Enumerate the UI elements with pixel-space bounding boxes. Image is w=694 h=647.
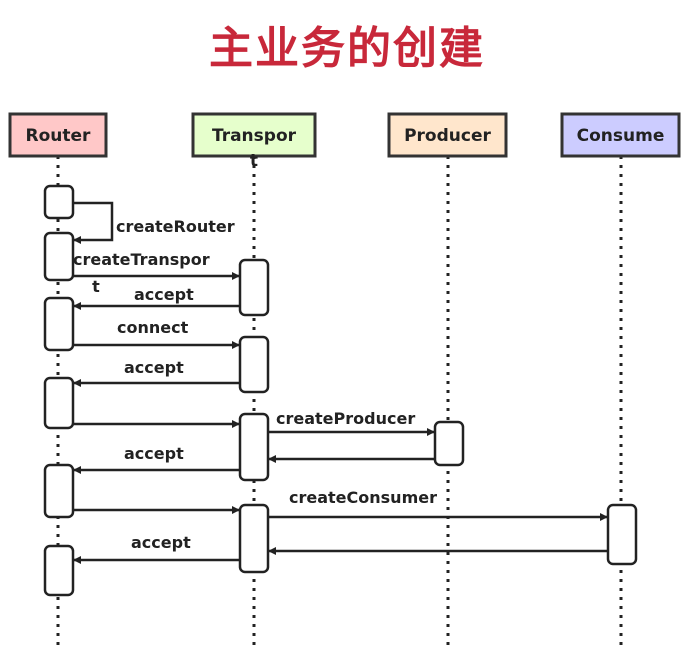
participant-box [387,112,508,158]
message-label: accept [124,444,184,463]
activation-box [43,463,75,519]
message-arrow [73,201,114,244]
message-label: connect [117,318,189,337]
participant-label: Transpor [212,126,297,146]
participant-box [560,112,681,158]
message-label-wrap: t [92,277,100,296]
participant-label: Consume [577,126,665,146]
participant-label: Router [26,126,92,146]
message-label: createRouter [116,217,235,236]
message-label: accept [134,285,194,304]
activation-box [238,258,270,317]
activation-box [43,296,75,352]
activation-box [43,184,75,220]
activation-box [238,412,270,482]
activation-box [238,335,270,394]
participant-label: Producer [404,126,491,146]
participant-label-wrap: t [250,151,258,171]
message-label: createTranspor [73,250,210,269]
participant-box [191,112,317,158]
participant-box [8,112,108,158]
activation-box [43,231,75,282]
message-label: accept [131,533,191,552]
activation-box [43,376,75,430]
activation-box [606,503,638,566]
diagram-title: 主业务的创建 [209,23,485,74]
activation-box [238,503,270,574]
message-label: accept [124,358,184,377]
message-label: createProducer [276,409,415,428]
message-label: createConsumer [289,488,437,507]
activation-box [43,544,75,597]
activation-box [433,420,465,467]
